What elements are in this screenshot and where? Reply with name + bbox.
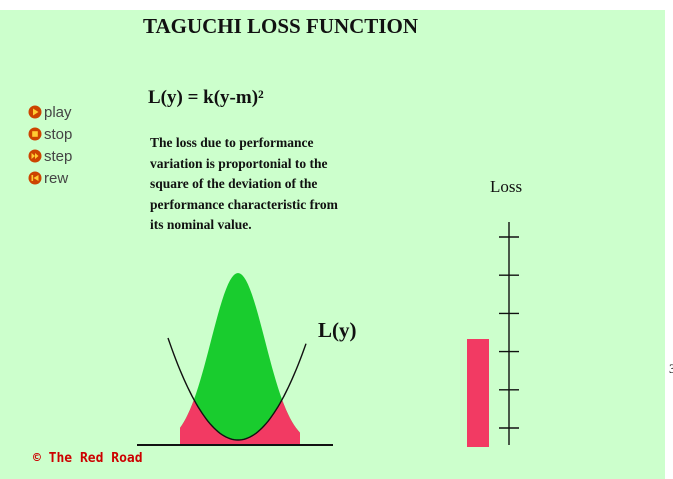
rewind-button[interactable]: rew bbox=[28, 167, 72, 189]
description-line: The loss due to performance bbox=[150, 135, 314, 150]
animation-stage bbox=[0, 10, 665, 479]
loss-formula: L(y) = k(y-m)² bbox=[148, 87, 264, 108]
stop-label: stop bbox=[44, 125, 73, 143]
loss-axis-label: Loss bbox=[490, 177, 523, 196]
loss-bar bbox=[467, 339, 489, 447]
description-line: variation is proportonial to the bbox=[150, 155, 328, 171]
rewind-label: rew bbox=[44, 169, 69, 187]
curve-label: L(y) bbox=[318, 318, 357, 342]
description-line: its nominal value. bbox=[150, 217, 252, 232]
page-title: TAGUCHI LOSS FUNCTION bbox=[143, 14, 418, 38]
rewind-icon bbox=[28, 171, 42, 185]
play-icon bbox=[28, 105, 42, 119]
description-line: performance characteristic from bbox=[150, 196, 338, 212]
step-button[interactable]: step bbox=[28, 145, 72, 167]
play-label: play bbox=[44, 103, 72, 121]
play-button[interactable]: play bbox=[28, 101, 72, 123]
copyright-text: © The Red Road bbox=[33, 451, 143, 466]
performance-distribution bbox=[180, 273, 300, 445]
step-icon bbox=[28, 149, 42, 163]
description-line: square of the deviation of the bbox=[150, 176, 318, 191]
loss-curve bbox=[167, 337, 307, 441]
loss-area bbox=[180, 399, 300, 445]
stop-icon bbox=[28, 127, 42, 141]
stop-button[interactable]: stop bbox=[28, 123, 72, 145]
loss-axis-ticks bbox=[499, 236, 519, 429]
playback-controls: play stop step rew bbox=[28, 101, 72, 189]
step-label: step bbox=[44, 147, 73, 165]
description-text: The loss due to performance variation is… bbox=[150, 133, 395, 236]
edge-glyph: 3 bbox=[669, 361, 673, 376]
